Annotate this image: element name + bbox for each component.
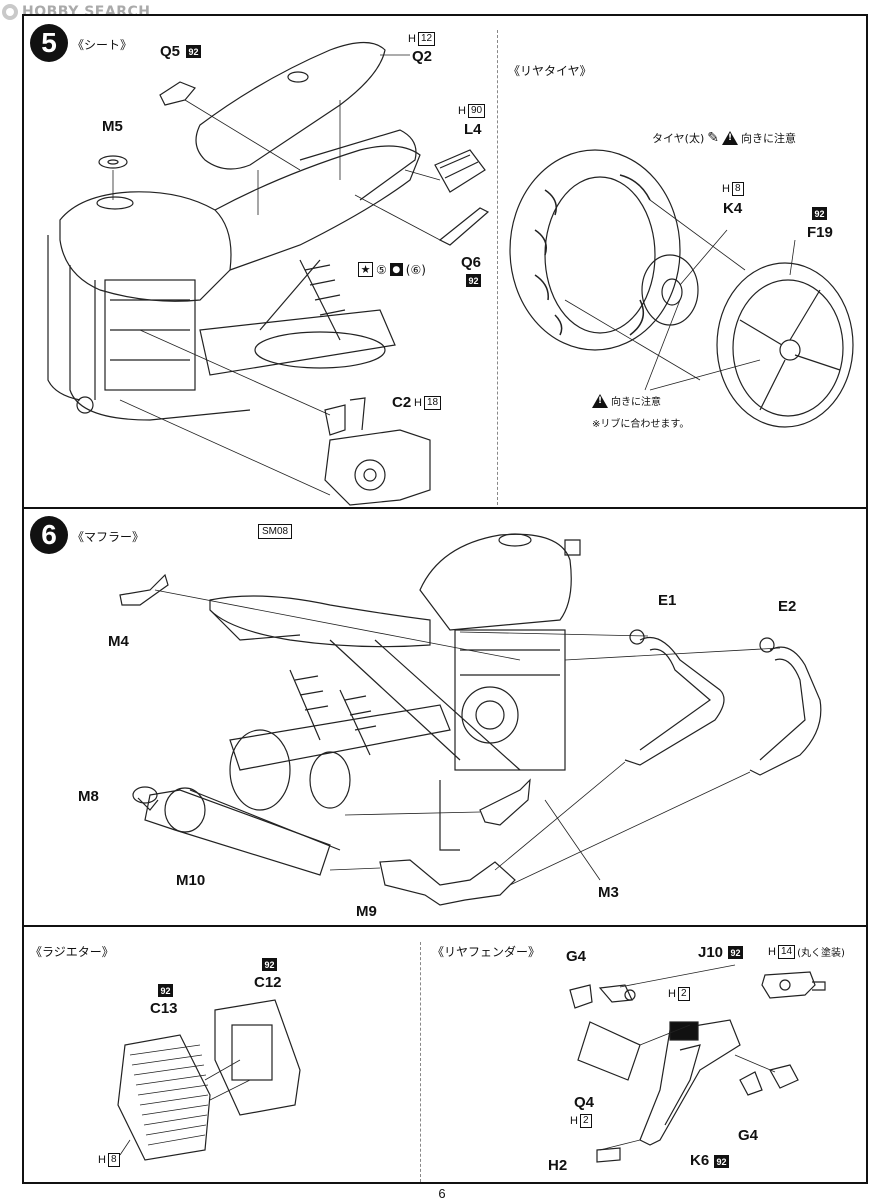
step-number-6: 6 [30, 516, 68, 554]
paint-ref-h14: H 14 (丸く塗装) [768, 944, 845, 959]
page-number: 6 [438, 1186, 446, 1201]
paint-ref-h90-prefix: H [458, 105, 466, 117]
divider-seat-tire [497, 30, 498, 505]
part-label-c2: C2 [392, 394, 412, 411]
paint-ref-h14-prefix: H [768, 945, 776, 958]
paint-ref-h18-value: 18 [423, 396, 442, 410]
part-label-c13: C13 [150, 1000, 178, 1017]
part-label-m3: M3 [598, 884, 619, 901]
rear-fender-drawing [569, 964, 826, 1163]
paint-ref-h8-tire: H 8 [722, 182, 744, 196]
part-label-q5: Q5 [160, 43, 181, 60]
paint-ref-h14-suffix: (丸く塗装) [797, 948, 845, 959]
paint-ref-h8-tire-prefix: H [722, 183, 730, 195]
paint-note-star-dot: ★ ⑤ ● (⑥) [358, 262, 426, 277]
paint-ref-h18: H 18 [414, 396, 442, 410]
bottom-caution-text: 向きに注意 [611, 397, 661, 408]
sm08-marking: SM08 [258, 524, 293, 539]
part-label-k4: K4 [723, 200, 743, 217]
paint-ref-h8-radiator: H 8 [98, 1153, 120, 1167]
paint-ref-h12-value: 12 [417, 32, 436, 46]
caution-icon [722, 131, 738, 145]
part-label-m4: M4 [108, 633, 129, 650]
divider-step5-step6 [22, 507, 868, 509]
part-label-l4: L4 [464, 121, 482, 138]
step-number-5: 5 [30, 24, 68, 62]
part-label-m9: M9 [356, 903, 377, 920]
part-label-e1: E1 [658, 592, 677, 609]
part-label-g4-bottom: G4 [738, 1127, 759, 1144]
watermark-text: HOBBY SEARCH [22, 4, 151, 20]
part-label-f19: F19 [807, 224, 833, 241]
paint-ref-h2-mid-value: 2 [579, 1114, 592, 1128]
part-label-m8: M8 [78, 788, 99, 805]
paint-ref-h2-mid: H 2 [570, 1114, 592, 1128]
part-label-m5: M5 [102, 118, 123, 135]
star-icon: ★ [358, 262, 373, 277]
motorcycle-frame-drawing [47, 41, 490, 506]
paint-note-star-num: ⑤ [376, 262, 387, 277]
dot-icon: ● [389, 263, 403, 276]
paint-note-dot-num: (⑥) [405, 262, 426, 277]
paint-ref-h2-top-value: 2 [677, 987, 690, 1001]
tire-note-text: タイヤ(太) [652, 132, 705, 145]
rear-tire-section-title: 《リヤタイヤ》 [508, 64, 592, 78]
part-label-h2: H2 [548, 1157, 568, 1174]
radiator-section-title: 《ラジエター》 [30, 945, 114, 959]
part-label-m10: M10 [176, 872, 206, 889]
paint-ref-h2-top: H 2 [668, 987, 690, 1001]
paint-code-92-q6: 92 [466, 274, 481, 287]
divider-radiator-fender [420, 942, 421, 1182]
part-label-k6: K6 [690, 1152, 710, 1169]
paint-code-92-q5: 92 [186, 45, 201, 58]
rib-note: ※リブに合わせます。 [592, 419, 690, 430]
paint-ref-h14-value: 14 [777, 944, 796, 959]
hobby-search-logo-icon [2, 4, 18, 20]
rear-tire-drawing [509, 149, 854, 428]
paint-ref-h2-mid-prefix: H [570, 1115, 578, 1127]
rear-fender-section-title: 《リヤフェンダー》 [432, 945, 541, 959]
paint-code-92-c13: 92 [158, 984, 173, 997]
seat-section-title: 《シート》 [72, 38, 133, 52]
paint-ref-h18-prefix: H [414, 397, 422, 409]
radiator-drawing [117, 999, 301, 1161]
paint-ref-h12-prefix: H [408, 33, 416, 45]
paint-code-92-k6: 92 [714, 1155, 729, 1168]
tire-wrench-icon: ✎ [707, 130, 719, 146]
part-label-j10: J10 [698, 944, 724, 961]
part-label-c12: C12 [254, 974, 282, 991]
paint-code-92-c12: 92 [262, 958, 277, 971]
part-label-g4-top: G4 [566, 948, 587, 965]
paint-ref-h8-tire-value: 8 [731, 182, 744, 196]
paint-ref-h2-top-prefix: H [668, 988, 676, 1000]
paint-code-92-f19: 92 [812, 207, 827, 220]
tire-note: タイヤ(太) ✎ 向きに注意 [652, 130, 796, 146]
tire-caution-text: 向きに注意 [741, 132, 796, 145]
paint-ref-h8-radiator-prefix: H [98, 1154, 106, 1166]
caution-icon-bottom [592, 393, 608, 408]
paint-code-92-j10: 92 [728, 946, 743, 959]
paint-ref-h90-value: 90 [467, 104, 486, 118]
part-label-e2: E2 [778, 598, 797, 615]
part-label-q6: Q6 [461, 254, 482, 271]
motorcycle-muffler-drawing [119, 533, 822, 906]
outer-frame [22, 14, 868, 1184]
watermark: HOBBY SEARCH [2, 2, 150, 22]
divider-step6-bottom [22, 925, 868, 927]
part-label-q2: Q2 [412, 48, 433, 65]
part-label-q4: Q4 [574, 1094, 595, 1111]
paint-ref-h8-radiator-value: 8 [107, 1153, 120, 1167]
paint-ref-h12: H 12 [408, 32, 436, 46]
paint-ref-h90: H 90 [458, 104, 486, 118]
muffler-section-title: 《マフラー》 [72, 530, 145, 544]
bottom-caution-note: 向きに注意 [592, 393, 661, 408]
